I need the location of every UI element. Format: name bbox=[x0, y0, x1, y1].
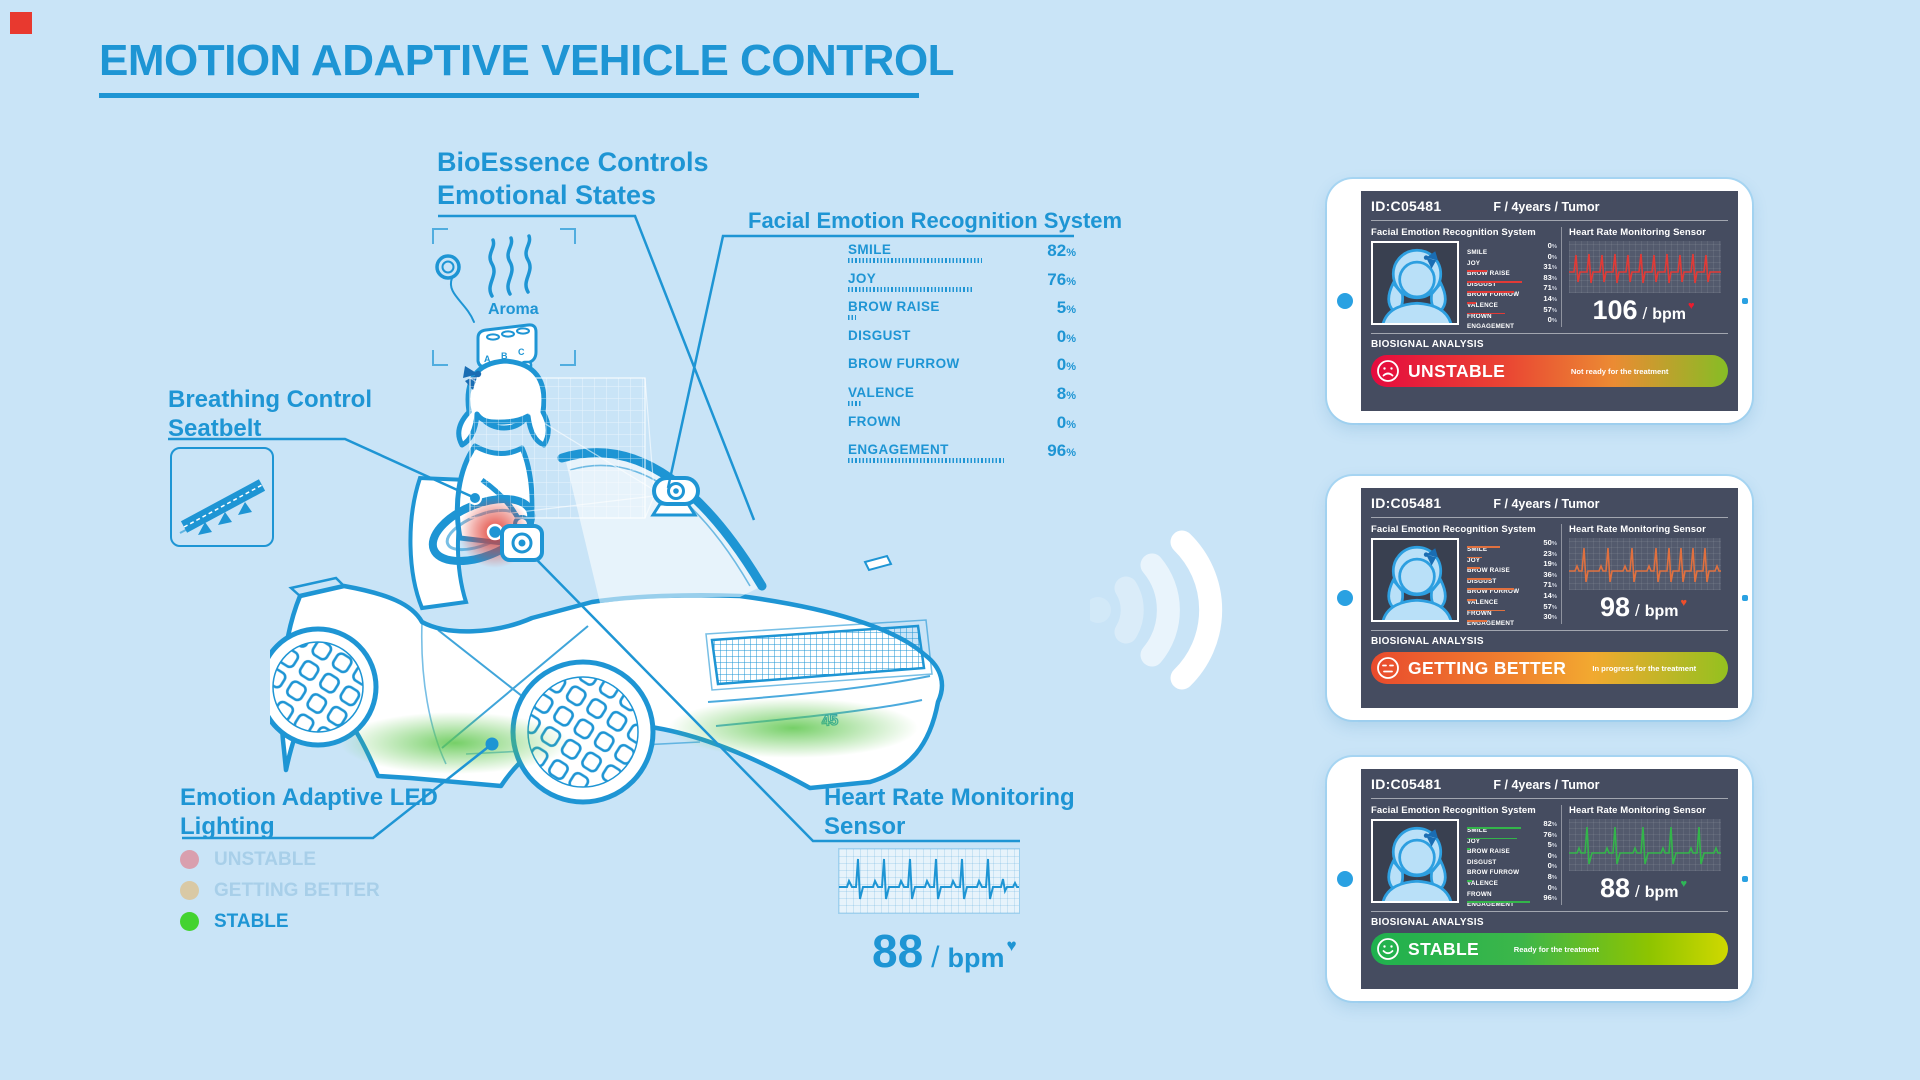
tablet-stable: ID:C05481 F / 4years / Tumor Facial Emoti… bbox=[1327, 757, 1752, 1001]
heart-rate-chart bbox=[838, 848, 1020, 914]
emotion-bar bbox=[848, 315, 857, 321]
analysis-label: BIOSIGNAL ANALYSIS bbox=[1371, 636, 1484, 647]
bpm-readout: 106/bpm♥ bbox=[1592, 295, 1695, 325]
patient-id: ID:C05481 bbox=[1371, 776, 1442, 792]
facial-panel-title: Facial Emotion Recognition System bbox=[1371, 227, 1536, 238]
ecg-waveform bbox=[1569, 547, 1721, 583]
tablet-screen: ID:C05481 F / 4years / Tumor Facial Emoti… bbox=[1361, 769, 1738, 989]
heart-icon: ♥ bbox=[1680, 597, 1688, 609]
heart-icon: ♥ bbox=[1006, 936, 1017, 955]
wireless-signal-icon bbox=[1090, 530, 1223, 690]
status-badge: GETTING BETTER In progress for the treat… bbox=[1371, 652, 1728, 684]
tablet-screen: ID:C05481 F / 4years / Tumor Facial Emoti… bbox=[1361, 191, 1738, 411]
patient-avatar bbox=[1371, 819, 1459, 903]
ecg-waveform bbox=[839, 858, 1019, 900]
cabin-camera-icon bbox=[500, 524, 544, 562]
bpm-readout: 88/bpm♥ bbox=[872, 925, 1017, 977]
stable-dot-icon bbox=[180, 912, 199, 931]
status-badge: UNSTABLE Not ready for the treatment bbox=[1371, 355, 1728, 387]
rear-wheel-icon bbox=[270, 626, 379, 748]
tablet-screen: ID:C05481 F / 4years / Tumor Facial Emoti… bbox=[1361, 488, 1738, 708]
heart-icon: ♥ bbox=[1688, 300, 1695, 312]
led-legend: UNSTABLE GETTING BETTER STABLE bbox=[180, 844, 380, 937]
patient-avatar bbox=[1371, 538, 1459, 622]
heart-icon: ♥ bbox=[1680, 878, 1688, 890]
heart-panel-title: Heart Rate Monitoring Sensor bbox=[1569, 227, 1706, 238]
ecg-chart bbox=[1569, 241, 1721, 293]
bpm-readout: 98/bpm♥ bbox=[1599, 592, 1688, 622]
status-badge: STABLE Ready for the treatment bbox=[1371, 933, 1728, 965]
smile-face-icon bbox=[1376, 937, 1400, 961]
hood-sensor-pod bbox=[650, 476, 700, 517]
sad-face-icon bbox=[1376, 359, 1400, 383]
tablet-camera-icon bbox=[1337, 871, 1353, 887]
bpm-readout: 88/bpm♥ bbox=[1599, 873, 1688, 903]
heart-panel-title: Heart Rate Monitoring Sensor bbox=[1569, 805, 1706, 816]
tablet-camera-icon bbox=[1337, 590, 1353, 606]
patient-info: F / 4years / Tumor bbox=[1493, 200, 1600, 214]
neutral-face-icon bbox=[1376, 656, 1400, 680]
facial-panel-title: Facial Emotion Recognition System bbox=[1371, 805, 1536, 816]
led-underglow bbox=[340, 712, 570, 774]
legend-item-getting-better: GETTING BETTER bbox=[180, 875, 380, 906]
tablet-getting-better: ID:C05481 F / 4years / Tumor Facial Emoti… bbox=[1327, 476, 1752, 720]
unstable-dot-icon bbox=[180, 850, 199, 869]
facial-heading: Facial Emotion Recognition System bbox=[748, 208, 1123, 233]
chest-sensor-dot bbox=[486, 523, 504, 541]
getting-better-dot-icon bbox=[180, 881, 199, 900]
tablet-camera-icon bbox=[1337, 293, 1353, 309]
tablet-button-icon bbox=[1742, 595, 1748, 601]
patient-id: ID:C05481 bbox=[1371, 198, 1442, 214]
tablet-button-icon bbox=[1742, 876, 1748, 882]
corner-marker bbox=[10, 12, 32, 34]
legend-item-unstable: UNSTABLE bbox=[180, 844, 380, 875]
facial-panel-title: Facial Emotion Recognition System bbox=[1371, 524, 1536, 535]
emotion-bar bbox=[848, 258, 982, 263]
page-title: EMOTION ADAPTIVE VEHICLE CONTROL bbox=[99, 36, 955, 85]
tablet-button-icon bbox=[1742, 298, 1748, 304]
ecg-waveform bbox=[1569, 253, 1721, 284]
legend-item-stable: STABLE bbox=[180, 906, 380, 937]
patient-info: F / 4years / Tumor bbox=[1493, 778, 1600, 792]
seatbelt-icon bbox=[179, 479, 266, 535]
ecg-chart bbox=[1569, 819, 1721, 871]
patient-avatar bbox=[1371, 241, 1459, 325]
led-underglow bbox=[668, 698, 918, 758]
ecg-chart bbox=[1569, 538, 1721, 590]
tablet-unstable: ID:C05481 F / 4years / Tumor Facial Emoti… bbox=[1327, 179, 1752, 423]
patient-info: F / 4years / Tumor bbox=[1493, 497, 1600, 511]
ecg-waveform bbox=[1569, 826, 1721, 865]
belt-sensor-dot bbox=[468, 491, 482, 505]
patient-id: ID:C05481 bbox=[1371, 495, 1442, 511]
analysis-label: BIOSIGNAL ANALYSIS bbox=[1371, 339, 1484, 350]
emotion-bar bbox=[848, 286, 972, 292]
heart-panel-title: Heart Rate Monitoring Sensor bbox=[1569, 524, 1706, 535]
analysis-label: BIOSIGNAL ANALYSIS bbox=[1371, 917, 1484, 928]
title-underline bbox=[99, 93, 919, 98]
